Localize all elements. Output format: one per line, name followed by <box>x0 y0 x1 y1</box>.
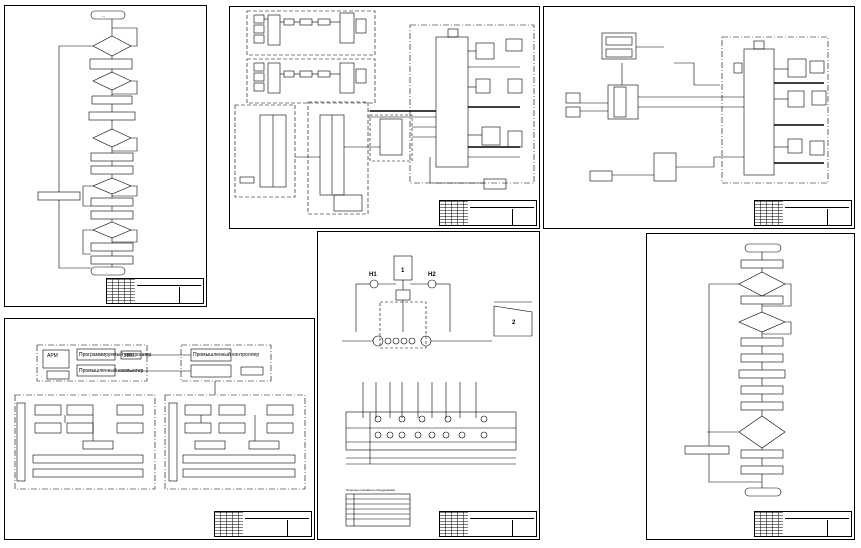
process-drawing: Н1 Н2 1 2 Перечень основного оборудовани… <box>342 255 533 527</box>
label-industrial-controller: Промышленный контроллер <box>193 351 259 358</box>
title-block-meta <box>512 520 535 537</box>
title-block-grid <box>755 201 783 225</box>
flowchart-left-drawing: — <box>37 10 138 276</box>
title-block-company <box>470 219 510 226</box>
label-evm: ЭВМ <box>123 353 134 359</box>
pump-h1-label: Н1 <box>369 272 377 278</box>
vessel-2-label: 2 <box>512 320 516 326</box>
title-block-code <box>470 513 534 519</box>
sheet-circuit-top-right <box>543 6 855 229</box>
title-block-company <box>785 219 825 226</box>
title-block-grid <box>440 201 468 225</box>
equipment-list-title: Перечень основного оборудования <box>346 488 395 492</box>
title-block-title <box>137 287 177 296</box>
title-block-meta <box>512 209 535 226</box>
svg-text:—: — <box>102 14 105 18</box>
label-programmable-controller: Программируемый контроллер <box>79 351 152 358</box>
sheet-flowchart-right <box>646 233 855 540</box>
title-block-grid <box>215 512 243 536</box>
circuit-top-right-drawing <box>565 32 829 184</box>
title-block <box>754 200 852 226</box>
title-block-code <box>785 202 849 208</box>
title-block-title <box>785 520 825 529</box>
title-block <box>439 200 537 226</box>
title-block-company <box>245 530 285 537</box>
title-block-company <box>137 297 177 304</box>
title-block-company <box>785 530 825 537</box>
title-block-meta <box>287 520 310 537</box>
title-block-code <box>785 513 849 519</box>
title-block-code <box>245 513 309 519</box>
title-block-title <box>470 520 510 529</box>
title-block-grid <box>755 512 783 536</box>
title-block-code <box>470 202 534 208</box>
title-block-company <box>470 530 510 537</box>
sheet-flowchart-left: — <box>4 5 207 307</box>
title-block <box>214 511 312 537</box>
label-industrial-computer: Промышленный компьютер <box>79 367 144 374</box>
flowchart-right-drawing <box>684 243 792 497</box>
title-block-title <box>245 520 285 529</box>
sheet-system-structure: Программируемый контроллер Промышленный … <box>4 318 315 540</box>
pump-h2-label: Н2 <box>428 272 436 278</box>
title-block-grid <box>440 512 468 536</box>
sheet-process-scheme: Н1 Н2 1 2 Перечень основного оборудовани… <box>317 231 540 540</box>
structure-drawing: Программируемый контроллер Промышленный … <box>14 344 306 490</box>
title-block-title <box>470 209 510 218</box>
title-block-title <box>785 209 825 218</box>
title-block-meta <box>179 287 202 304</box>
title-block-grid <box>107 279 135 303</box>
label-arm: АРМ <box>47 353 58 359</box>
title-block-meta <box>827 209 850 226</box>
vessel-1-label: 1 <box>401 268 405 274</box>
sheet-circuit-top-middle <box>229 6 540 229</box>
title-block <box>754 511 852 537</box>
title-block <box>106 278 204 304</box>
title-block-code <box>137 280 201 286</box>
title-block <box>439 511 537 537</box>
circuit-top-middle-drawing <box>234 10 535 215</box>
title-block-meta <box>827 520 850 537</box>
